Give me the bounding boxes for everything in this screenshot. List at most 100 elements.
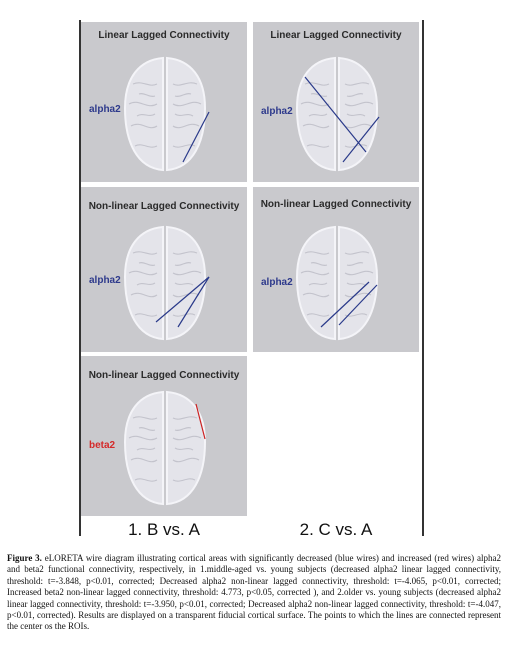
left-hemisphere bbox=[123, 225, 164, 341]
band-label: beta2 bbox=[89, 440, 116, 451]
sulcus-line bbox=[132, 251, 158, 255]
connectivity-wire bbox=[342, 116, 380, 163]
connectivity-wire bbox=[304, 76, 367, 153]
sulcus-line bbox=[172, 251, 198, 255]
band-label: alpha2 bbox=[261, 106, 293, 117]
sulcus-line bbox=[130, 457, 158, 463]
sulcus-line bbox=[308, 113, 328, 117]
connectivity-wire bbox=[195, 403, 206, 440]
sulcus-line bbox=[308, 282, 328, 286]
wire-layer bbox=[195, 403, 206, 440]
sulcus-line bbox=[302, 292, 330, 298]
figure-caption: Figure 3. eLORETA wire diagram illustrat… bbox=[7, 553, 501, 633]
sulcus-line bbox=[344, 270, 374, 276]
panel-nonlinear-beta2-b-vs-a: Non-linear Lagged Connectivity beta2 bbox=[81, 356, 247, 516]
sulcus-line bbox=[136, 113, 156, 117]
sulcus-line bbox=[134, 144, 158, 148]
left-hemisphere bbox=[123, 56, 164, 172]
sulcus-line bbox=[138, 262, 156, 266]
panel-linear-b-vs-a: Linear Lagged Connectivity alpha2 bbox=[81, 22, 247, 182]
sulcus-line bbox=[306, 144, 330, 148]
sulcus-line bbox=[138, 427, 156, 431]
caption-text: eLORETA wire diagram illustrating cortic… bbox=[7, 553, 501, 632]
brain-surface bbox=[123, 225, 207, 341]
band-label: alpha2 bbox=[261, 277, 293, 288]
right-hemisphere bbox=[338, 56, 379, 172]
band-label: alpha2 bbox=[89, 104, 121, 115]
brain-surface bbox=[123, 390, 207, 506]
sulcus-line bbox=[310, 262, 328, 266]
sulcus-line bbox=[172, 478, 196, 482]
sulcus-line bbox=[174, 447, 194, 451]
panel-nonlinear-c-vs-a: Non-linear Lagged Connectivity alpha2 bbox=[253, 187, 419, 352]
sulcus-line bbox=[174, 282, 194, 286]
sulcus-line bbox=[304, 251, 330, 255]
sulcus-line bbox=[300, 270, 330, 276]
right-hemisphere bbox=[166, 390, 207, 506]
sulcus-line bbox=[134, 313, 158, 317]
connectivity-wire bbox=[182, 111, 210, 163]
right-hemisphere bbox=[166, 225, 207, 341]
sulcus-line bbox=[130, 123, 158, 129]
sulcus-line bbox=[172, 82, 198, 86]
sulcus-line bbox=[346, 93, 364, 97]
connectivity-wire bbox=[155, 276, 210, 323]
sulcus-line bbox=[304, 82, 330, 86]
sulcus-line bbox=[344, 82, 370, 86]
sulcus-line bbox=[136, 447, 156, 451]
brain-surface bbox=[295, 225, 379, 341]
left-hemisphere bbox=[295, 56, 336, 172]
sulcus-line bbox=[136, 282, 156, 286]
sulcus-line bbox=[128, 101, 158, 107]
panel-title: Linear Lagged Connectivity bbox=[270, 30, 402, 41]
sulcus-line bbox=[172, 416, 198, 420]
sulcus-line bbox=[134, 478, 158, 482]
sulcus-line bbox=[172, 457, 200, 463]
sulcus-line bbox=[346, 113, 366, 117]
sulcus-line bbox=[174, 427, 192, 431]
sulcus-line bbox=[174, 113, 194, 117]
sulcus-line bbox=[174, 262, 192, 266]
left-hemisphere bbox=[123, 390, 164, 506]
sulcus-line bbox=[172, 313, 196, 317]
sulcus-line bbox=[344, 123, 372, 129]
column-label-b-vs-a: 1. B vs. A bbox=[128, 520, 200, 539]
sulcus-line bbox=[132, 82, 158, 86]
sulcus-line bbox=[344, 101, 374, 107]
wire-layer bbox=[155, 276, 210, 328]
panel-title: Non-linear Lagged Connectivity bbox=[88, 370, 240, 381]
sulcus-line bbox=[172, 123, 200, 129]
sulcus-line bbox=[172, 270, 202, 276]
left-hemisphere bbox=[295, 225, 336, 341]
wire-layer bbox=[182, 111, 210, 163]
sulcus-line bbox=[130, 292, 158, 298]
connectivity-wire bbox=[177, 276, 210, 328]
sulcus-line bbox=[172, 292, 200, 298]
figure-frame bbox=[79, 20, 424, 536]
sulcus-line bbox=[172, 144, 196, 148]
panel-title: Non-linear Lagged Connectivity bbox=[260, 199, 412, 210]
sulcus-line bbox=[128, 435, 158, 441]
panel-empty bbox=[253, 356, 419, 516]
sulcus-line bbox=[344, 251, 370, 255]
connectivity-wire bbox=[338, 284, 378, 326]
sulcus-line bbox=[172, 435, 202, 441]
sulcus-line bbox=[174, 93, 192, 97]
sulcus-line bbox=[344, 313, 368, 317]
panel-nonlinear-b-vs-a: Non-linear Lagged Connectivity alpha2 bbox=[81, 187, 247, 352]
panel-title: Linear Lagged Connectivity bbox=[98, 30, 230, 41]
caption-label: Figure 3. bbox=[7, 553, 42, 563]
right-hemisphere bbox=[166, 56, 207, 172]
brain-surface bbox=[123, 56, 207, 172]
sulcus-line bbox=[306, 313, 330, 317]
sulcus-line bbox=[346, 282, 366, 286]
panel-linear-c-vs-a: Linear Lagged Connectivity alpha2 bbox=[253, 22, 419, 182]
sulcus-line bbox=[132, 416, 158, 420]
sulcus-line bbox=[302, 123, 330, 129]
sulcus-line bbox=[172, 101, 202, 107]
band-label: alpha2 bbox=[89, 275, 121, 286]
sulcus-line bbox=[138, 93, 156, 97]
panel-title: Non-linear Lagged Connectivity bbox=[88, 201, 240, 212]
brain-surface bbox=[295, 56, 379, 172]
sulcus-line bbox=[128, 270, 158, 276]
